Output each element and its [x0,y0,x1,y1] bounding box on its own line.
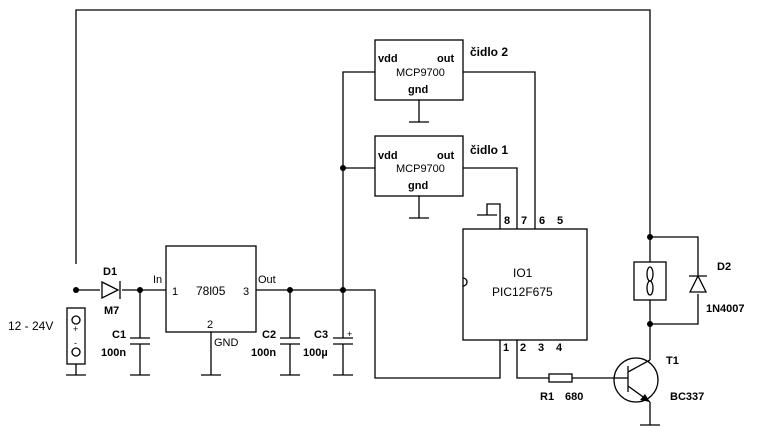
d2-value: 1N4007 [706,303,745,315]
sensor1-gnd: gnd [408,180,428,192]
diode-d2 [688,268,708,293]
sensor2-out: out [437,53,454,65]
t1-ref: T1 [666,355,679,367]
c3-plus: + [347,329,352,339]
sensor1-vdd: vdd [378,150,398,162]
regulator-out-label: Out [258,274,276,286]
capacitor-c2 [280,337,300,376]
mcu-pin-4: 4 [556,342,563,354]
r1-ref: R1 [540,391,554,403]
resistor-r1 [548,373,573,383]
mcu-part: PIC12F675 [492,285,553,299]
sensor2-label: čidlo 2 [470,45,508,59]
c2-ref: C2 [262,329,276,341]
c3-value: 100µ [303,347,328,359]
mcu-pin-1: 1 [503,342,509,354]
regulator-78l05 [165,245,257,333]
supply-connector: + - [66,307,86,376]
d2-ref: D2 [717,261,731,273]
supply-minus: - [74,338,77,348]
sensor2-vdd: vdd [378,53,398,65]
regulator-pin-in: 1 [172,286,178,298]
sensor1-label: čidlo 1 [470,143,508,157]
regulator-gnd-label: GND [214,337,239,349]
sensor2-part: MCP9700 [396,67,445,79]
supply-label: 12 - 24V [8,319,53,333]
transistor-t1 [613,357,660,426]
capacitor-c3 [333,337,353,376]
r1-value: 680 [565,391,583,403]
sensor-1 [374,135,464,197]
sensor-2 [374,39,464,101]
relay-coil [633,261,667,301]
regulator-pin-gnd: 2 [207,319,213,331]
d1-value: M7 [104,305,119,317]
mcu-ref: IO1 [513,266,533,280]
d1-ref: D1 [103,266,117,278]
mcu-pin-6: 6 [539,215,545,227]
sensor1-out: out [437,150,454,162]
supply-plus: + [73,324,78,334]
wires [75,9,699,425]
mcu-pic12f675 [462,228,588,341]
c2-value: 100n [251,347,276,359]
sensor1-part: MCP9700 [396,163,445,175]
c1-ref: C1 [112,329,126,341]
regulator-in-label: In [153,274,162,286]
t1-value: BC337 [670,391,704,403]
junctions [73,165,653,327]
diode-d1 [101,280,121,300]
mcu-pin-3: 3 [538,342,544,354]
c1-value: 100n [101,347,126,359]
mcu-pin-7: 7 [521,215,527,227]
regulator-pin-out: 3 [243,286,249,298]
mcu-pin-8: 8 [504,215,510,227]
mcu-pin-2: 2 [520,342,526,354]
regulator-name: 78l05 [196,284,226,298]
mcu-pin-5: 5 [557,215,563,227]
capacitor-c1 [130,337,150,376]
c3-ref: C3 [314,329,328,341]
sensor2-gnd: gnd [408,84,428,96]
